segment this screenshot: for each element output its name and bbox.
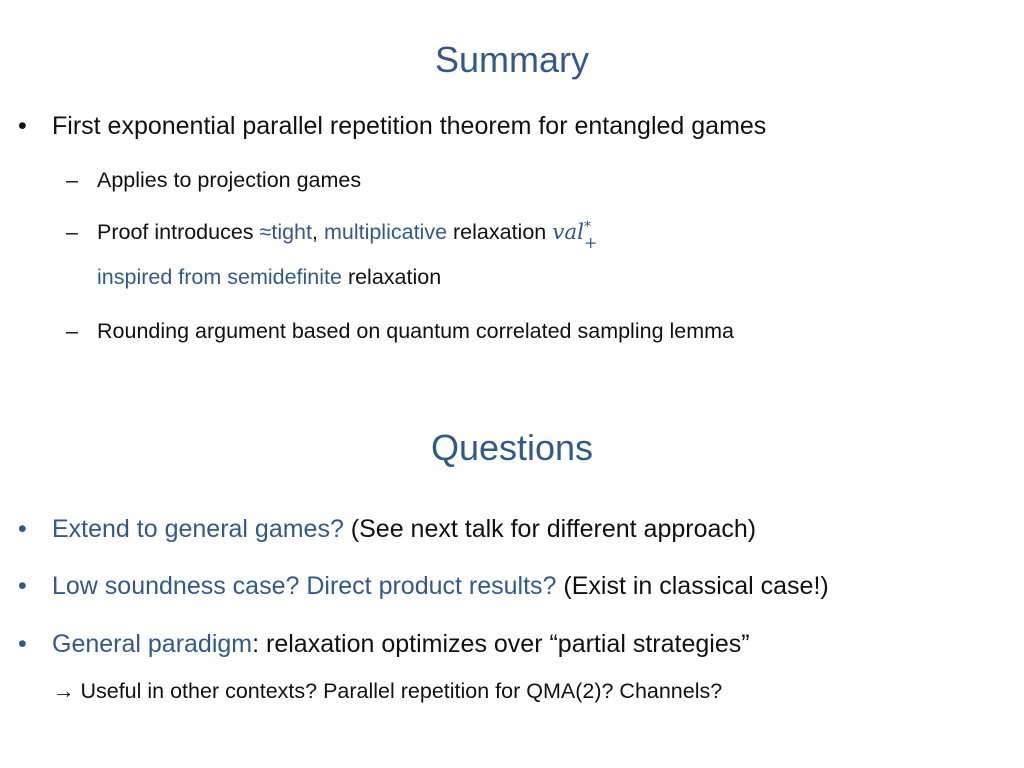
question-item: • Low soundness case? Direct product resu… bbox=[18, 571, 829, 601]
bullet-glyph: • bbox=[18, 572, 27, 600]
questions-title: Questions bbox=[430, 427, 594, 468]
relaxation-text-2: relaxation bbox=[341, 265, 442, 289]
sub-text-prefix: Proof introduces bbox=[97, 220, 260, 244]
question-rest-text: (Exist in classical case!) bbox=[556, 572, 829, 600]
bullet-glyph: • bbox=[18, 112, 27, 140]
sub-item: –Proof introduces ≈tight, multiplicative… bbox=[66, 218, 597, 252]
question-rest-text: : relaxation optimizes over “partial str… bbox=[252, 630, 750, 658]
comma-text: , bbox=[311, 220, 318, 244]
dash-glyph: – bbox=[66, 168, 78, 192]
question-blue-text: General paradigm bbox=[52, 630, 253, 658]
question-blue-text: Extend to general games? bbox=[52, 515, 344, 543]
math-sup: * bbox=[584, 219, 592, 235]
inspired-text: inspired from semidefinite bbox=[97, 265, 342, 289]
sub-item: –Rounding argument based on quantum corr… bbox=[66, 317, 734, 345]
sub-item: –Applies to projection games bbox=[66, 166, 361, 194]
tight-text: tight bbox=[271, 220, 312, 244]
sub-text: Applies to projection games bbox=[97, 168, 362, 192]
approx-symbol: ≈ bbox=[259, 220, 272, 244]
bullet-item: • First exponential parallel repetition t… bbox=[18, 111, 766, 141]
bullet-glyph: • bbox=[18, 630, 27, 658]
math-base: val bbox=[552, 220, 585, 245]
dash-glyph: – bbox=[66, 220, 78, 244]
question-item: • General paradigm: relaxation optimizes … bbox=[18, 629, 750, 659]
dash-glyph: – bbox=[66, 319, 78, 343]
bullet-glyph: • bbox=[18, 515, 27, 543]
relaxation-text: relaxation bbox=[447, 220, 553, 244]
summary-title: Summary bbox=[434, 39, 590, 80]
multiplicative-text: multiplicative bbox=[323, 220, 448, 244]
question-rest-text: (See next talk for different approach) bbox=[343, 515, 757, 543]
question-item: • Extend to general games? (See next talk… bbox=[18, 514, 756, 544]
arrow-followup-line: → Useful in other contexts? Parallel rep… bbox=[53, 679, 723, 703]
math-sub: + bbox=[584, 233, 598, 252]
bullet-text: First exponential parallel repetition th… bbox=[52, 112, 767, 140]
question-blue-text: Low soundness case? Direct product resul… bbox=[52, 572, 557, 600]
sub-item-continuation: inspired from semidefinite relaxation bbox=[97, 263, 441, 291]
sub-text: Rounding argument based on quantum corre… bbox=[97, 319, 735, 343]
val-math: val*+ bbox=[552, 219, 597, 252]
